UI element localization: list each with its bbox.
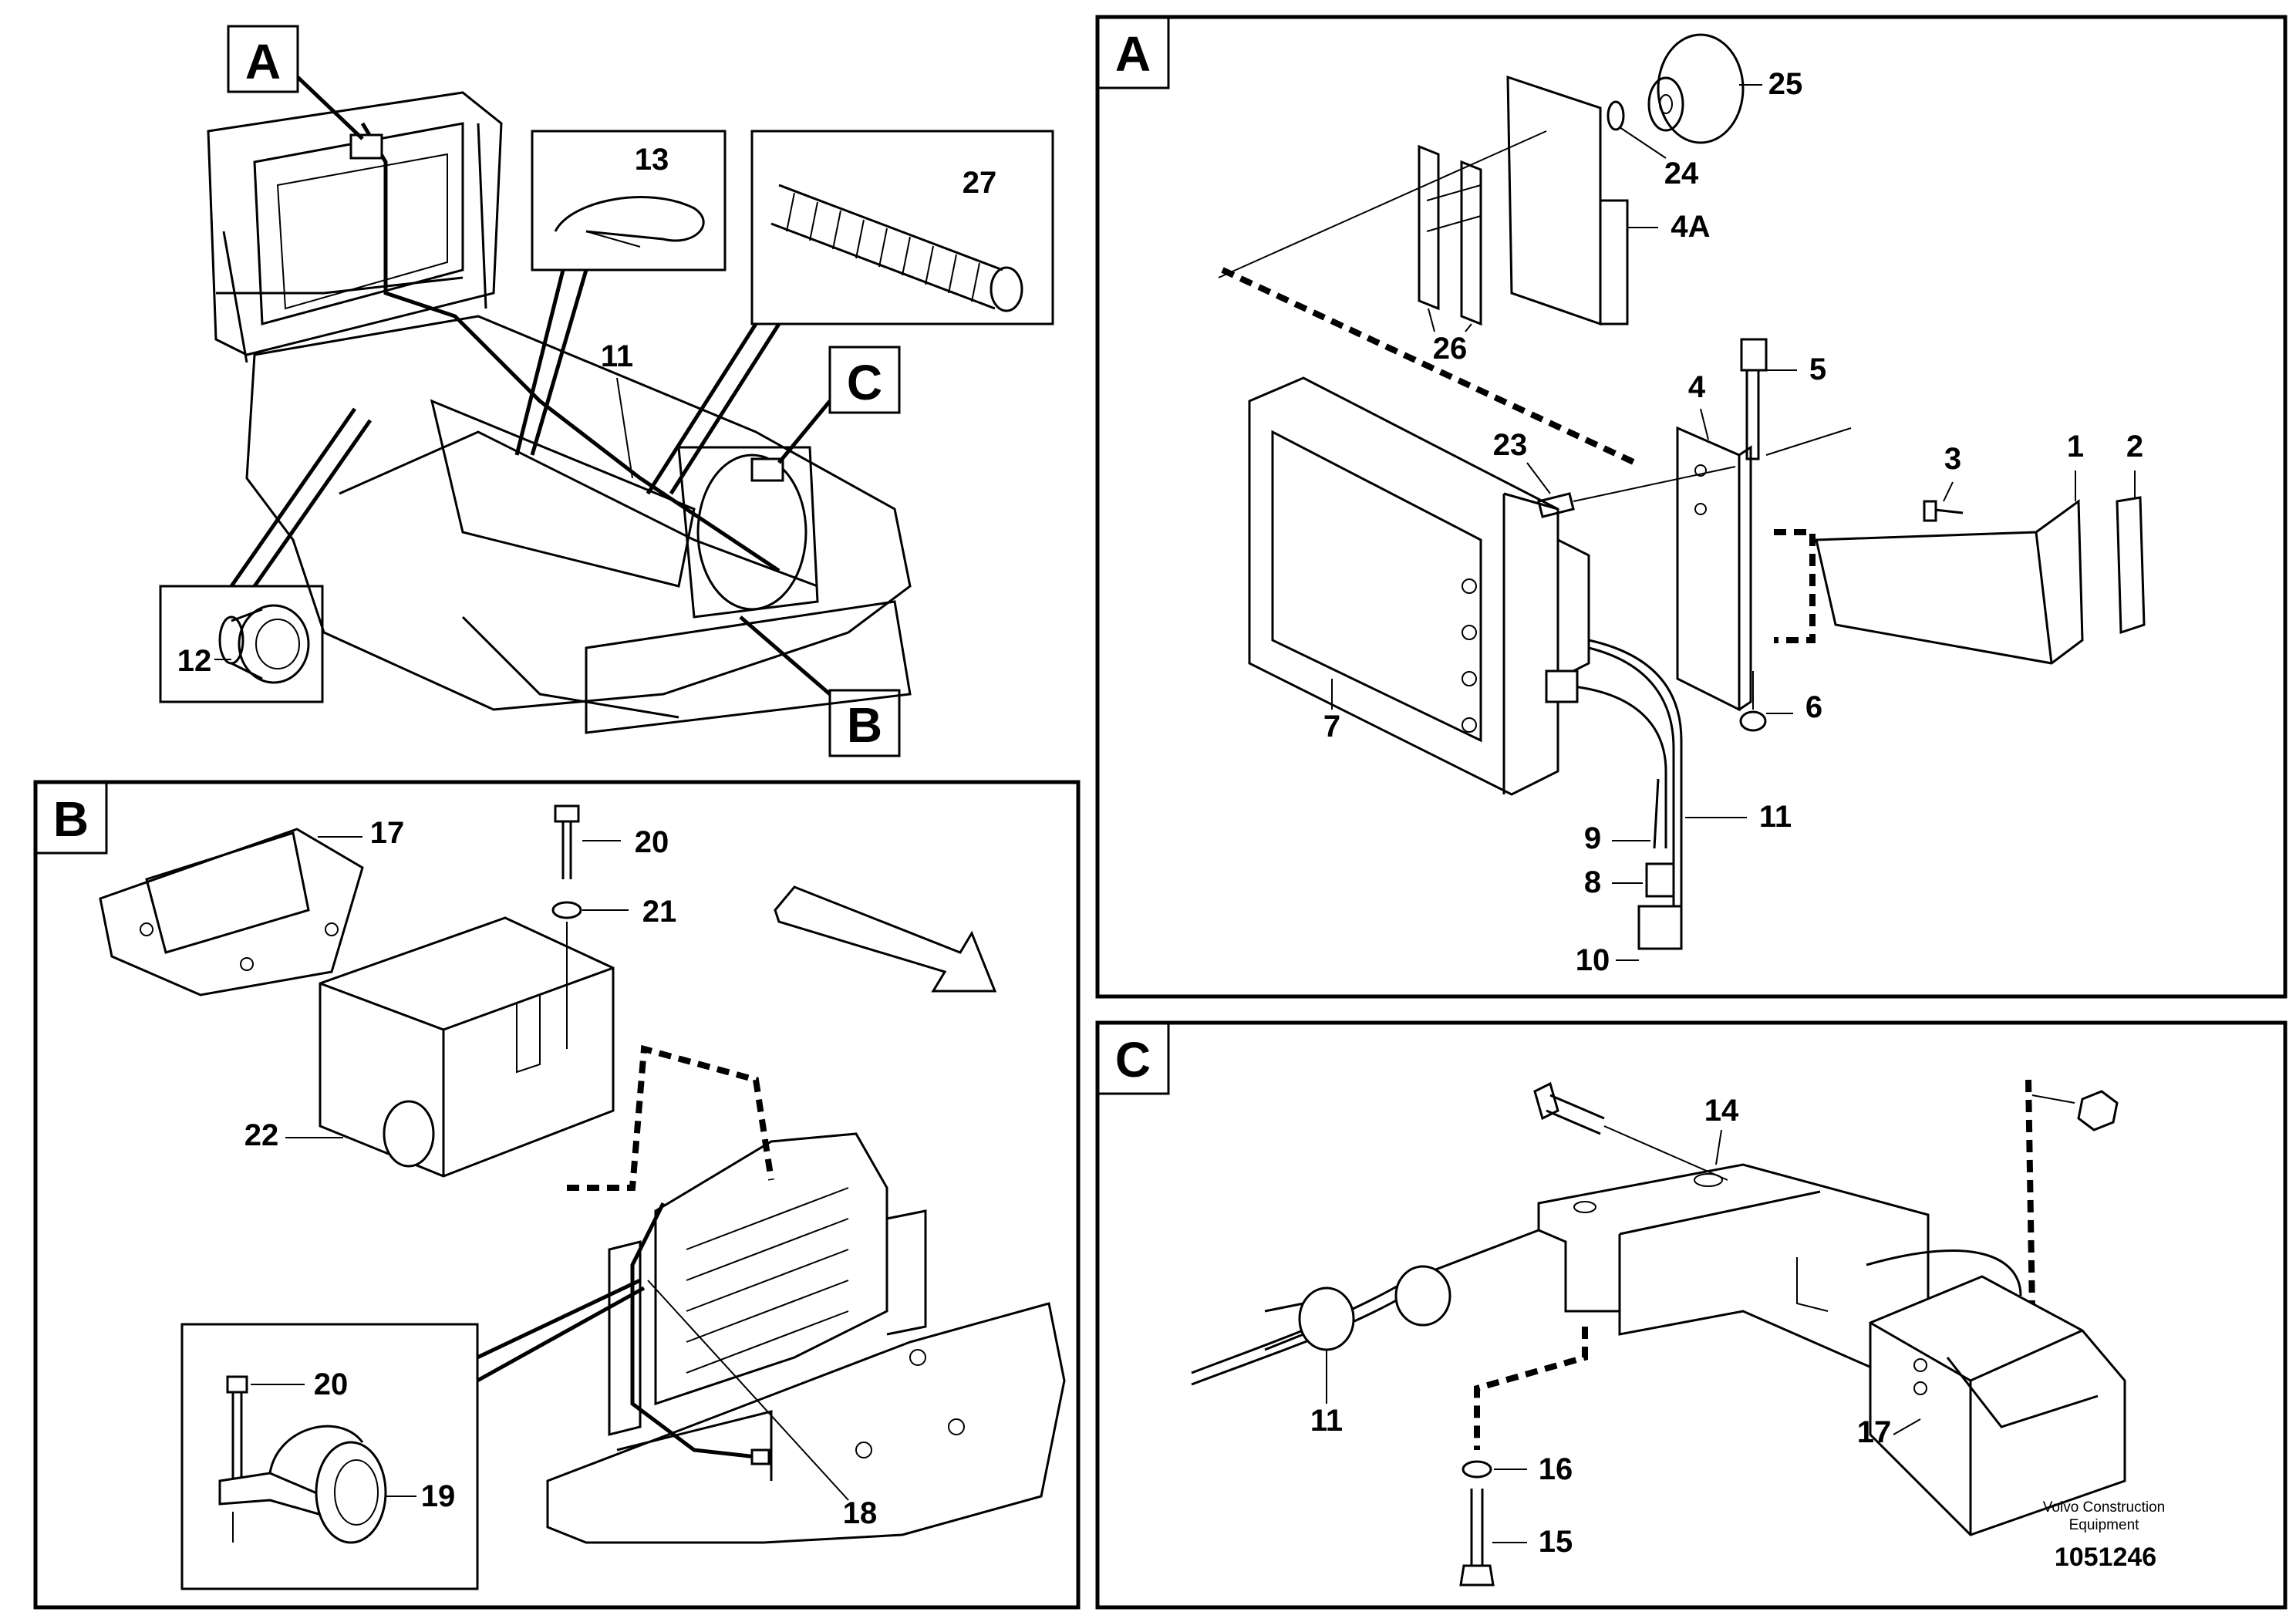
clamp-icon — [218, 1375, 387, 1544]
part-1-label: 1 — [2067, 430, 2084, 464]
part-22-label: 22 — [244, 1118, 279, 1152]
connector-icon — [1264, 1265, 1451, 1351]
part-20-inset-label: 20 — [314, 1367, 349, 1401]
part-11-overview-label: 11 — [601, 339, 633, 373]
section-c-title: C — [1115, 1032, 1151, 1088]
part-9-label: 9 — [1584, 821, 1601, 855]
camera-holder-icon — [99, 828, 364, 996]
part-20-top-label: 20 — [635, 825, 669, 859]
camera-bracket-icon — [1537, 1163, 1930, 1382]
grommet-icon — [218, 604, 310, 684]
part-4a-label: 4A — [1671, 210, 1710, 244]
rear-frame-icon — [546, 1132, 1066, 1544]
part-14-label: 14 — [1704, 1094, 1739, 1128]
corrugated-tube-icon — [770, 184, 1023, 312]
section-c-panel: C 14 11 — [1095, 1020, 2288, 1610]
part-6-label: 6 — [1805, 690, 1822, 724]
camera-cover-icon — [319, 916, 615, 1178]
part-5-label: 5 — [1809, 352, 1826, 386]
part-26-label: 26 — [1433, 332, 1468, 366]
part-16-label: 16 — [1539, 1452, 1573, 1486]
part-17-b-label: 17 — [370, 816, 405, 850]
callout-c-label: C — [847, 355, 882, 410]
overview-callouts: A C B 13 27 11 1 — [159, 25, 1054, 757]
part-12-label: 12 — [177, 644, 212, 678]
section-a-title: A — [1115, 26, 1151, 82]
part-25-label: 25 — [1768, 67, 1803, 101]
camera-icon — [1866, 1249, 2126, 1536]
callout-b-label: B — [847, 697, 882, 753]
part-18-label: 18 — [843, 1496, 878, 1530]
direction-arrow-icon — [774, 885, 997, 993]
section-b-panel: B 17 22 20 21 — [33, 780, 1081, 1610]
callout-a-label: A — [245, 34, 281, 89]
part-21-label: 21 — [642, 895, 677, 929]
part-7-label: 7 — [1323, 710, 1340, 744]
document-number: 1051246 — [2055, 1543, 2156, 1572]
part-2-label: 2 — [2126, 430, 2143, 464]
mounting-arm-icon — [1774, 496, 2146, 665]
part-24-label: 24 — [1664, 157, 1699, 191]
section-b-title: B — [53, 791, 89, 847]
part-23-label: 23 — [1493, 428, 1528, 462]
bracket-4a-icon — [1218, 75, 1629, 326]
part-17-c-label: 17 — [1857, 1415, 1892, 1449]
company-name-line2: Equipment — [2069, 1517, 2140, 1533]
part-11-c-label: 11 — [1310, 1404, 1343, 1438]
part-8-label: 8 — [1584, 865, 1601, 899]
part-19-label: 19 — [421, 1479, 456, 1513]
nut-icon — [2077, 1090, 2119, 1131]
display-monitor-icon — [1248, 376, 1590, 796]
part-3-label: 3 — [1944, 442, 1961, 476]
part-4-label: 4 — [1688, 370, 1706, 404]
part-13-label: 13 — [635, 143, 669, 177]
section-a-panel: A 7 4A 26 — [1095, 15, 2288, 999]
part-27-label: 27 — [963, 166, 997, 200]
knob-icon — [1607, 33, 1745, 144]
overview-machine — [207, 91, 912, 734]
part-11-a-label: 11 — [1759, 800, 1792, 834]
mounting-plate-icon — [1676, 338, 1768, 732]
company-name-line1: Volvo Construction — [2043, 1499, 2165, 1516]
part-15-label: 15 — [1539, 1525, 1573, 1559]
part-10-label: 10 — [1576, 943, 1610, 977]
